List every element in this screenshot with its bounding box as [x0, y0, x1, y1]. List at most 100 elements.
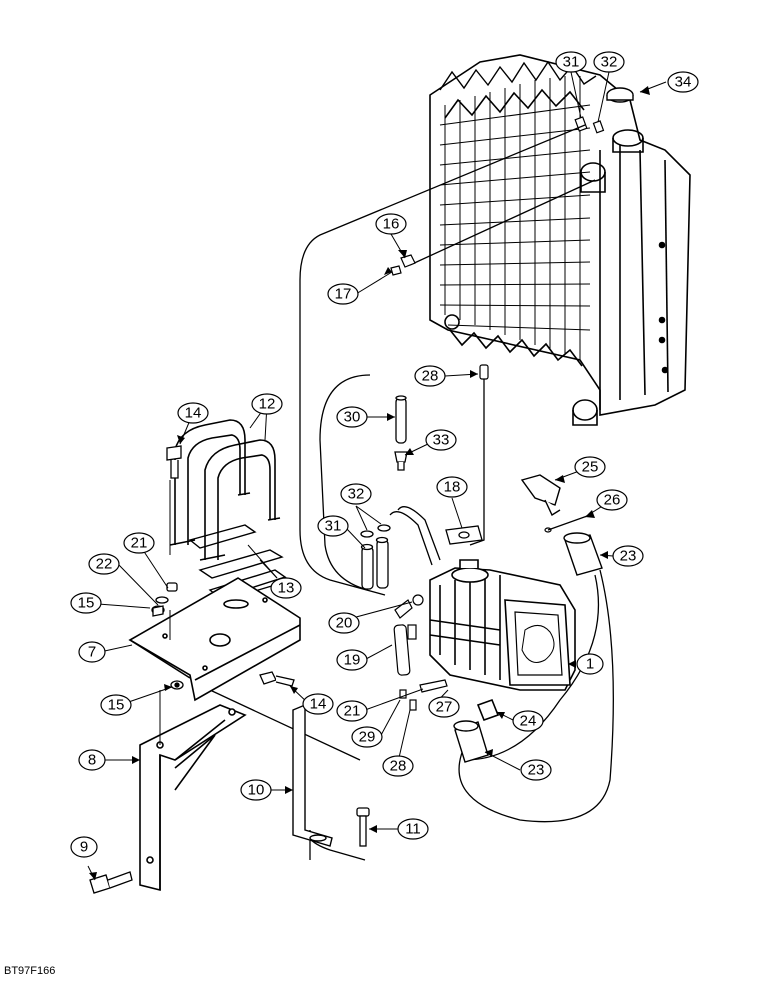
callout-1: 1 — [576, 653, 604, 675]
callout-30: 30 — [336, 406, 368, 428]
callout-label: 24 — [520, 713, 537, 730]
callout-23-lower: 23 — [520, 759, 552, 781]
callout-label: 21 — [131, 535, 148, 552]
callout-8: 8 — [78, 749, 106, 771]
callout-label: 20 — [336, 615, 353, 632]
hose-23-lower — [453, 720, 489, 763]
figure-code: BT97F166 — [4, 965, 55, 977]
callout-14-upper: 14 — [177, 402, 209, 424]
callout-label: 10 — [248, 782, 265, 799]
callout-7: 7 — [78, 641, 106, 663]
callout-label: 14 — [310, 696, 327, 713]
mounting-plate-7 — [128, 577, 301, 702]
callout-24: 24 — [512, 710, 544, 732]
hose-pieces — [360, 395, 441, 590]
callout-31-mid: 31 — [317, 515, 349, 537]
bolt-9 — [89, 871, 133, 894]
callout-label: 17 — [335, 286, 352, 303]
callout-31-top: 31 — [555, 51, 587, 73]
callout-label: 12 — [259, 396, 276, 413]
radiator — [429, 54, 691, 426]
bolt-14-lower — [259, 671, 295, 687]
callout-20: 20 — [328, 612, 360, 634]
callout-10: 10 — [240, 779, 272, 801]
callout-label: 22 — [96, 556, 113, 573]
elbow-fitting-25 — [520, 474, 561, 517]
callout-25: 25 — [574, 456, 606, 478]
callout-26: 26 — [596, 489, 628, 511]
fitting-28-top — [479, 364, 489, 380]
callout-17: 17 — [327, 283, 359, 305]
callout-label: 13 — [278, 580, 295, 597]
callout-label: 29 — [359, 729, 376, 746]
clamp-26 — [544, 514, 591, 533]
assembly-axis-lines — [159, 480, 171, 745]
mounting-straps-12 — [169, 419, 281, 561]
callout-label: 9 — [80, 839, 88, 856]
callout-14-lower: 14 — [302, 693, 334, 715]
bolt-14-upper — [166, 445, 182, 479]
coolant-reservoir — [429, 559, 576, 722]
callout-18: 18 — [436, 476, 468, 498]
callout-27: 27 — [428, 696, 460, 718]
callout-15-lower: 15 — [100, 694, 132, 716]
callout-11: 11 — [397, 818, 429, 840]
callout-label: 23 — [620, 548, 637, 565]
callout-label: 15 — [108, 697, 125, 714]
callout-32-top: 32 — [593, 51, 625, 73]
callout-15-upper: 15 — [70, 592, 102, 614]
bracket-10 — [292, 703, 333, 847]
callout-label: 32 — [348, 486, 365, 503]
callout-label: 30 — [344, 409, 361, 426]
callout-28-lower: 28 — [382, 755, 414, 777]
callout-label: 26 — [604, 492, 621, 509]
callout-33: 33 — [425, 429, 457, 451]
radiator-cap — [606, 87, 634, 103]
callout-label: 11 — [405, 821, 421, 838]
callout-label: 27 — [436, 699, 453, 716]
callout-label: 8 — [88, 752, 96, 769]
callout-29: 29 — [351, 726, 383, 748]
callout-28-top: 28 — [414, 365, 446, 387]
gasket-18 — [445, 525, 483, 545]
callout-label: 7 — [88, 644, 96, 661]
support-bracket-8 — [139, 704, 247, 892]
callout-label: 19 — [344, 652, 361, 669]
bolt-11 — [356, 807, 370, 847]
callout-label: 16 — [383, 216, 400, 233]
callout-label: 32 — [601, 54, 618, 71]
callout-34: 34 — [667, 71, 699, 93]
callout-12: 12 — [251, 393, 283, 415]
callout-9: 9 — [70, 836, 98, 858]
callout-21-upper: 21 — [123, 532, 155, 554]
leader-arrowheads — [89, 86, 650, 880]
callout-label: 28 — [422, 368, 439, 385]
callout-19: 19 — [336, 649, 368, 671]
callout-label: 33 — [433, 432, 450, 449]
top-tank-fittings — [574, 116, 605, 134]
callout-32-mid: 32 — [340, 483, 372, 505]
washers — [151, 582, 184, 690]
callout-13: 13 — [270, 577, 302, 599]
reservoir-fittings — [393, 594, 448, 711]
callout-16: 16 — [375, 213, 407, 235]
callout-22: 22 — [88, 553, 120, 575]
callout-label: 31 — [325, 518, 342, 535]
callout-23-upper: 23 — [612, 545, 644, 567]
callout-bubbles: 31 32 34 16 17 28 30 33 — [70, 51, 699, 858]
callout-label: 15 — [78, 595, 95, 612]
callout-label: 34 — [675, 74, 692, 91]
callout-label: 14 — [185, 405, 202, 422]
callout-21-lower: 21 — [336, 700, 368, 722]
callout-label: 21 — [344, 703, 361, 720]
fittings-16-17 — [390, 254, 416, 276]
callout-label: 28 — [390, 758, 407, 775]
callout-label: 23 — [528, 762, 545, 779]
callout-label: 31 — [563, 54, 580, 71]
callout-label: 1 — [586, 656, 594, 673]
callout-label: 18 — [444, 479, 461, 496]
callout-label: 25 — [582, 459, 599, 476]
hose-23-upper — [563, 532, 603, 576]
